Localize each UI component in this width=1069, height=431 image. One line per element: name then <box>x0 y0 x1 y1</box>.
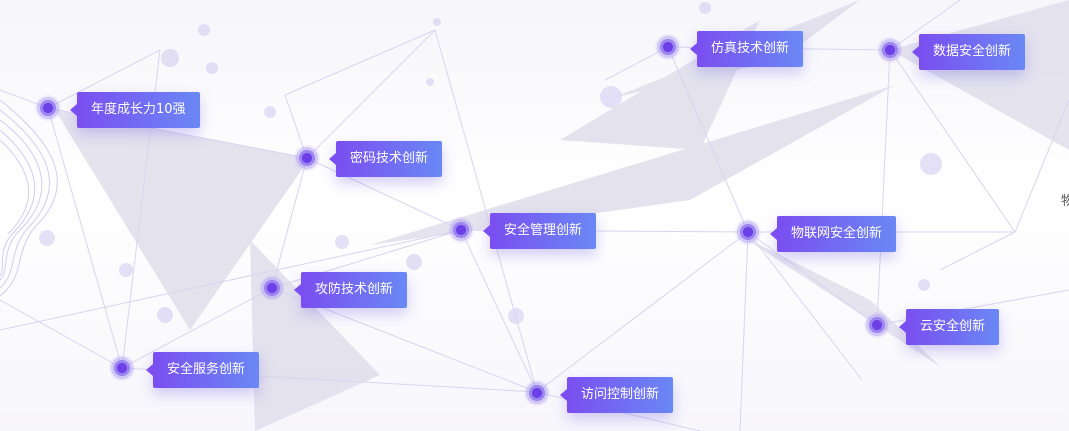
node-dot-crypto <box>294 145 320 171</box>
tag-iot-security[interactable]: 物联网安全创新 <box>777 216 896 252</box>
clipped-edge-text: 物 <box>1061 190 1069 209</box>
tag-access-control[interactable]: 访问控制创新 <box>567 377 673 413</box>
tag-data-security[interactable]: 数据安全创新 <box>919 34 1025 70</box>
node-dot-security-service <box>109 355 135 381</box>
tag-cloud-security[interactable]: 云安全创新 <box>906 309 999 345</box>
node-dot-iot-security <box>735 219 761 245</box>
background-waves <box>0 100 57 296</box>
node-dot-attack-defense <box>259 275 285 301</box>
node-dot-access-control <box>524 380 550 406</box>
node-dot-simulation <box>655 34 681 60</box>
node-dot-security-management <box>448 217 474 243</box>
tag-security-management[interactable]: 安全管理创新 <box>490 213 596 249</box>
tag-security-service[interactable]: 安全服务创新 <box>153 352 259 388</box>
tag-growth-top10[interactable]: 年度成长力10强 <box>77 92 200 128</box>
tag-crypto-tech[interactable]: 密码技术创新 <box>336 141 442 177</box>
node-dot-growth <box>35 95 61 121</box>
tag-attack-defense[interactable]: 攻防技术创新 <box>301 272 407 308</box>
tag-simulation-tech[interactable]: 仿真技术创新 <box>697 31 803 67</box>
node-dot-cloud-security <box>864 312 890 338</box>
node-dot-data-security <box>877 37 903 63</box>
